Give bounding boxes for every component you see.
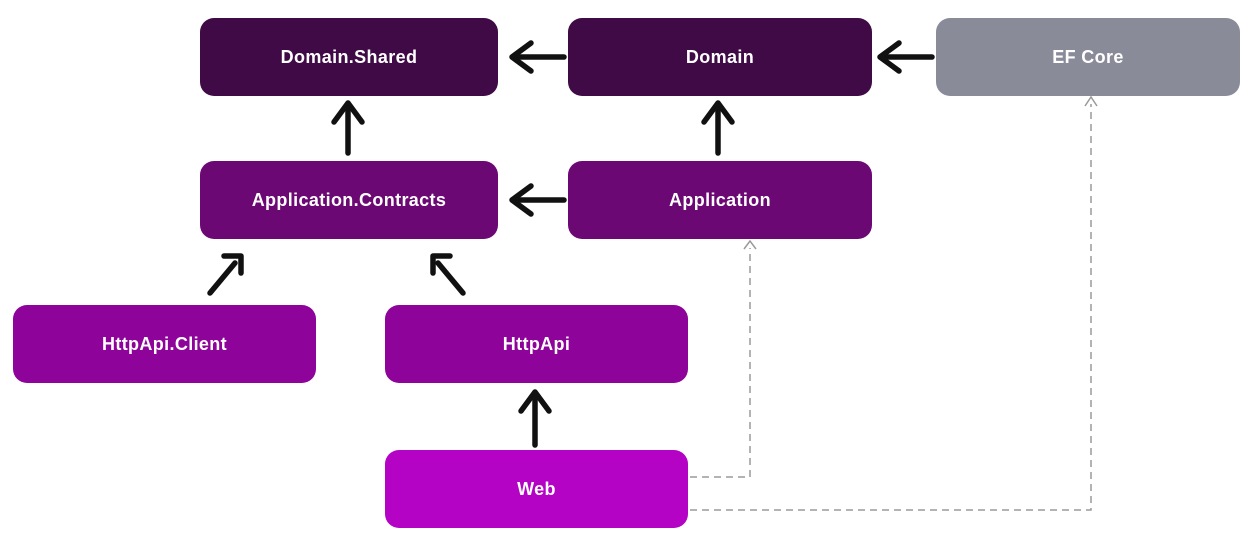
node-web: Web	[385, 450, 688, 528]
node-application-contracts: Application.Contracts	[200, 161, 498, 239]
node-application: Application	[568, 161, 872, 239]
node-ef-core-label: EF Core	[1052, 46, 1124, 67]
arrow-httpapi-client-to-application-contracts	[207, 253, 244, 296]
arrow-application-to-domain	[701, 100, 735, 156]
arrow-application-to-application-contracts	[509, 183, 567, 217]
arrow-ef-core-to-domain	[877, 40, 935, 74]
node-httpapi-client-label: HttpApi.Client	[101, 333, 228, 354]
dashed-arrow-web-to-application	[690, 239, 757, 478]
node-ef-core: EF Core	[936, 18, 1240, 96]
node-domain-shared-label: Domain.Shared	[280, 46, 418, 67]
arrow-application-contracts-to-domain-shared	[331, 100, 365, 156]
node-httpapi-client: HttpApi.Client	[13, 305, 316, 383]
node-domain-label: Domain	[685, 46, 755, 67]
arrow-domain-to-domain-shared	[509, 40, 567, 74]
node-application-contracts-label: Application.Contracts	[251, 189, 447, 210]
node-web-label: Web	[517, 478, 556, 499]
node-domain-shared: Domain.Shared	[200, 18, 498, 96]
node-application-label: Application	[669, 189, 771, 210]
node-domain: Domain	[568, 18, 872, 96]
node-httpapi: HttpApi	[385, 305, 688, 383]
node-httpapi-label: HttpApi	[502, 333, 571, 354]
arrow-httpapi-to-application-contracts	[430, 253, 466, 296]
dashed-arrow-web-to-ef-core	[690, 95, 1098, 511]
arrow-web-to-httpapi	[518, 389, 552, 448]
